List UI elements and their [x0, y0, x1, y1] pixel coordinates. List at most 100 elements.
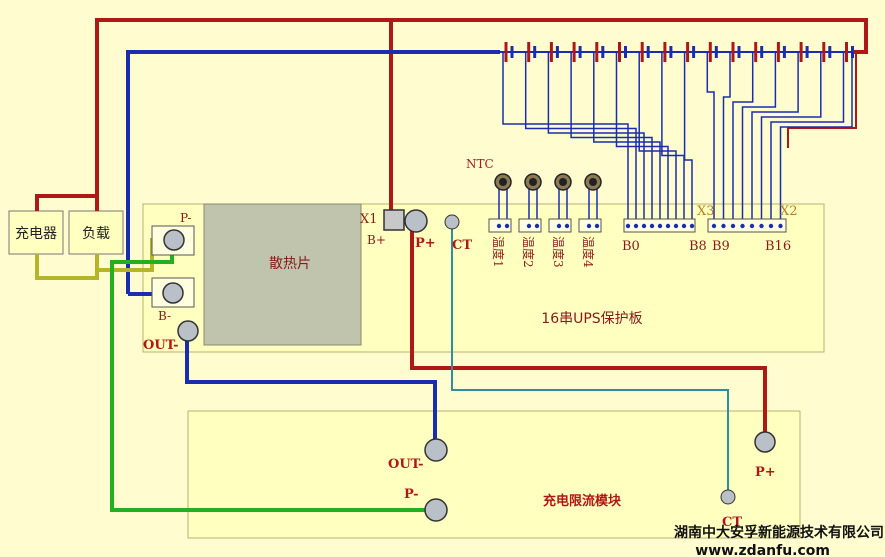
- module-outminus-label: OUT-: [388, 457, 424, 472]
- module-pplus-label: P+: [755, 465, 776, 480]
- current-limit-module: [187, 410, 801, 539]
- temp-pin: [504, 223, 510, 229]
- module-terminal-pplus: [754, 431, 776, 453]
- outminus-label: OUT-: [143, 338, 179, 353]
- sense-wire: [751, 52, 799, 226]
- connector-pin: [778, 223, 783, 229]
- module-title: 充电限流模块: [543, 493, 622, 509]
- terminal-pplus: [404, 209, 428, 233]
- connector-pin: [689, 223, 695, 229]
- pminus-label: P-: [180, 211, 191, 225]
- sense-wire: [593, 52, 661, 226]
- sense-wire: [770, 52, 845, 226]
- sense-wire: [732, 52, 754, 226]
- ntc-core: [529, 178, 537, 186]
- terminal-outminus: [177, 320, 199, 342]
- sense-wire: [760, 52, 822, 226]
- b9-label: B9: [712, 239, 730, 254]
- connector-pin: [673, 223, 679, 229]
- x2-label: X2: [780, 204, 798, 219]
- blue-wire-top: [126, 50, 500, 294]
- x1-label: X1: [360, 212, 378, 227]
- red-wire-b16: [787, 51, 857, 148]
- red-wire-charger: [35, 194, 97, 211]
- connector-pin: [730, 223, 736, 229]
- sense-wire: [638, 52, 677, 226]
- temp-pin: [594, 223, 600, 229]
- connector-pin: [749, 223, 755, 229]
- sense-wire: [547, 52, 645, 226]
- ntc-core: [589, 178, 597, 186]
- sense-wire: [683, 52, 693, 226]
- terminal-bminus: [162, 282, 184, 304]
- charger-label: 充电器: [15, 226, 57, 242]
- connector-pin: [721, 223, 726, 229]
- ntc-core: [499, 178, 507, 186]
- sense-wire: [570, 52, 653, 226]
- temp-pin: [564, 223, 570, 229]
- connector-pin: [681, 223, 687, 229]
- connector-pin: [740, 223, 745, 229]
- sense-wire: [524, 52, 637, 226]
- sense-wire: [741, 52, 777, 226]
- connector-pins: [625, 223, 783, 229]
- cell-wire-group: [502, 52, 853, 226]
- module-terminal-outminus: [424, 438, 448, 462]
- connector-pin: [711, 223, 717, 229]
- sense-wire: [779, 52, 853, 226]
- module-pminus-label: P-: [404, 487, 418, 502]
- b16-label: B16: [765, 239, 791, 254]
- terminal-pminus: [163, 229, 185, 251]
- sense-wire: [502, 52, 629, 226]
- watermark-company: 湖南中大安孚新能源技术有限公司: [674, 524, 884, 541]
- ntc-core: [559, 178, 567, 186]
- connector-pin: [768, 223, 774, 229]
- connector-pin: [625, 223, 631, 229]
- teal-wire-ct: [451, 222, 729, 496]
- temp-label: 温度2: [521, 236, 536, 268]
- heatsink-label: 散热片: [269, 256, 311, 272]
- yellow-wire-loop: [35, 254, 99, 280]
- temp-label: 温度3: [551, 236, 566, 268]
- b0-label: B0: [622, 239, 640, 254]
- module-ct-label: CT: [722, 515, 742, 530]
- module-terminal-pminus: [424, 498, 448, 522]
- pplus-label: P+: [415, 236, 436, 251]
- sense-wire: [722, 52, 731, 226]
- ct-label: CT: [452, 238, 472, 253]
- terminal-ct: [444, 214, 460, 230]
- connector-pin: [641, 223, 647, 229]
- connector-pin: [633, 223, 639, 229]
- blue-wire-outminus: [185, 332, 437, 448]
- connector-pin: [657, 223, 663, 229]
- x3-label: X3: [697, 204, 715, 219]
- bplus-label: B+: [367, 233, 386, 247]
- connector-x2: [707, 218, 787, 233]
- heatsink: [203, 203, 362, 346]
- sense-wire: [706, 52, 715, 226]
- board-title: 16串UPS保护板: [541, 311, 642, 327]
- connector-pin: [759, 223, 764, 229]
- connector-pin: [649, 223, 655, 229]
- temp-pin: [526, 223, 532, 229]
- sense-wire: [615, 52, 669, 226]
- connector-pin: [665, 223, 671, 229]
- load-label: 负载: [82, 226, 110, 242]
- b8-label: B8: [689, 239, 707, 254]
- temp-pin: [556, 223, 562, 229]
- charger-box: [8, 210, 64, 255]
- temp-pin: [534, 223, 540, 229]
- temp-label: 温度1: [491, 236, 506, 268]
- ntc-label: NTC: [466, 157, 494, 171]
- temp-pin: [496, 223, 502, 229]
- battery-cells: [500, 42, 854, 62]
- temp-pin: [586, 223, 592, 229]
- bminus-label: B-: [158, 309, 171, 323]
- sense-wire: [661, 52, 685, 226]
- module-terminal-ct: [720, 489, 736, 505]
- watermark-url: www.zdanfu.com: [695, 543, 830, 557]
- red-wire-top: [95, 18, 868, 211]
